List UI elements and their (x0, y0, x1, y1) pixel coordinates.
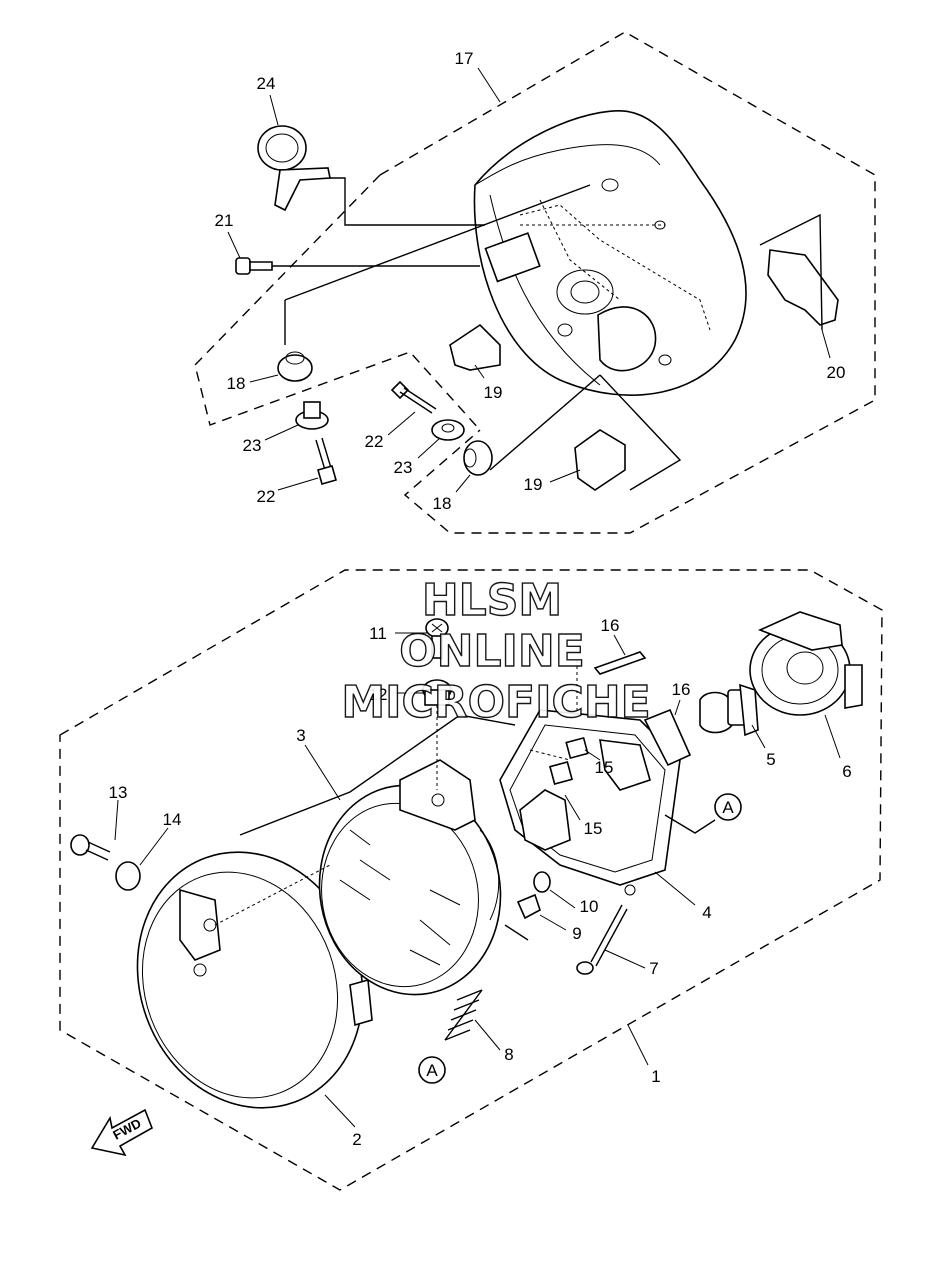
callout-19-a: 19 (484, 383, 503, 402)
fwd-arrow-icon: FWD (90, 1108, 153, 1157)
part-5-bulb (699, 683, 759, 737)
part-18-grommet-a (277, 351, 313, 382)
part-4-bracket (499, 709, 681, 896)
ref-marker-a-lower: A (418, 1056, 446, 1084)
callout-labels: 17 24 21 18 19 20 23 22 23 22 18 19 11 1… (109, 49, 852, 1149)
callout-14: 14 (163, 810, 182, 829)
svg-text:A: A (426, 1061, 438, 1080)
callout-15-b: 15 (584, 819, 603, 838)
watermark: HLSM ONLINE MICROFICHE (341, 574, 652, 728)
callout-4: 4 (702, 903, 711, 922)
callout-leaders (114, 67, 841, 1128)
callout-17: 17 (455, 49, 474, 68)
part-16-boot (643, 708, 692, 767)
callout-22-a: 22 (365, 432, 384, 451)
part-20-bracket (767, 249, 839, 326)
part-15-clip-b (548, 760, 574, 786)
part-9-clip (504, 893, 541, 941)
part-21-screw (235, 257, 273, 275)
part-19-clip-b (574, 429, 626, 491)
callout-18-b: 18 (433, 494, 452, 513)
callout-12: 12 (369, 685, 388, 704)
part-16-spring (593, 651, 647, 675)
callout-7: 7 (649, 959, 658, 978)
callout-23-a: 23 (243, 436, 262, 455)
part-12-collar (422, 679, 452, 706)
ref-marker-a-upper: A (714, 793, 742, 821)
callout-16-b: 16 (672, 680, 691, 699)
watermark-line-3: MICROFICHE (341, 677, 650, 728)
part-7-screw (576, 904, 628, 975)
part-23-collar-a (431, 419, 465, 441)
callout-3: 3 (296, 726, 305, 745)
watermark-line-2: ONLINE (399, 626, 585, 677)
callout-1: 1 (651, 1067, 660, 1086)
callout-19-b: 19 (524, 475, 543, 494)
callout-8: 8 (504, 1045, 513, 1064)
callout-11: 11 (369, 624, 387, 643)
part-23-collar-b (295, 401, 329, 430)
headlight-housing (473, 110, 747, 396)
callout-20: 20 (827, 363, 846, 382)
callout-9: 9 (572, 924, 581, 943)
part-24-clamp (257, 125, 331, 212)
callout-21: 21 (215, 211, 234, 230)
part-8-spring (444, 989, 483, 1041)
part-15-clip-a (565, 736, 589, 760)
part-11-bolt (425, 618, 449, 659)
callout-23-b: 23 (394, 458, 413, 477)
callout-13: 13 (109, 783, 128, 802)
upper-group-outline (194, 31, 876, 534)
part-6-cover (749, 611, 863, 716)
callout-16-a: 16 (601, 616, 620, 635)
callout-5: 5 (766, 750, 775, 769)
part-14-collar (115, 861, 141, 891)
lower-group-outline (59, 569, 883, 1191)
part-3-lens (318, 759, 502, 996)
part-2-rim (136, 851, 373, 1109)
callout-15-a: 15 (595, 758, 614, 777)
callout-18-a: 18 (227, 374, 246, 393)
part-13-bolt (70, 834, 111, 861)
lower-leader-lines (214, 660, 716, 926)
watermark-line-1: HLSM (422, 575, 562, 626)
part-22-bolt-a (390, 380, 437, 414)
part-19-clip-a (449, 323, 501, 371)
part-18-grommet-b (463, 440, 493, 476)
callout-22-b: 22 (257, 487, 276, 506)
upper-leader-lines (272, 177, 823, 491)
part-10-bulb-small (533, 871, 551, 893)
callout-24: 24 (257, 74, 276, 93)
callout-10: 10 (580, 897, 599, 916)
callout-2: 2 (352, 1130, 361, 1149)
callout-6: 6 (842, 762, 851, 781)
part-22-bolt-b (315, 437, 337, 485)
svg-text:A: A (722, 798, 734, 817)
